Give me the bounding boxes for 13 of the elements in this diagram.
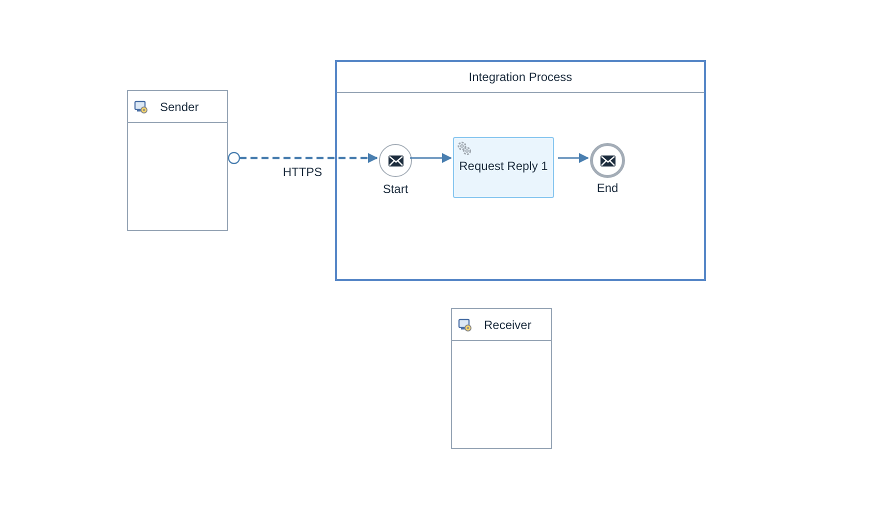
event-label: End [596, 180, 618, 197]
event-label: Start [382, 181, 408, 198]
participant-box [451, 308, 552, 449]
participant-box [127, 90, 228, 231]
pool-title: Integration Process [468, 69, 572, 86]
message-flow-arrow [228, 152, 378, 164]
sequence-flow-arrow [558, 153, 589, 163]
task-box [453, 137, 554, 198]
participant-name: Receiver [484, 316, 532, 334]
sequence-flow-arrow [410, 153, 452, 163]
task-label: Request Reply 1 [459, 158, 548, 174]
process-pool [335, 60, 706, 281]
participant-name: Sender [160, 98, 199, 116]
